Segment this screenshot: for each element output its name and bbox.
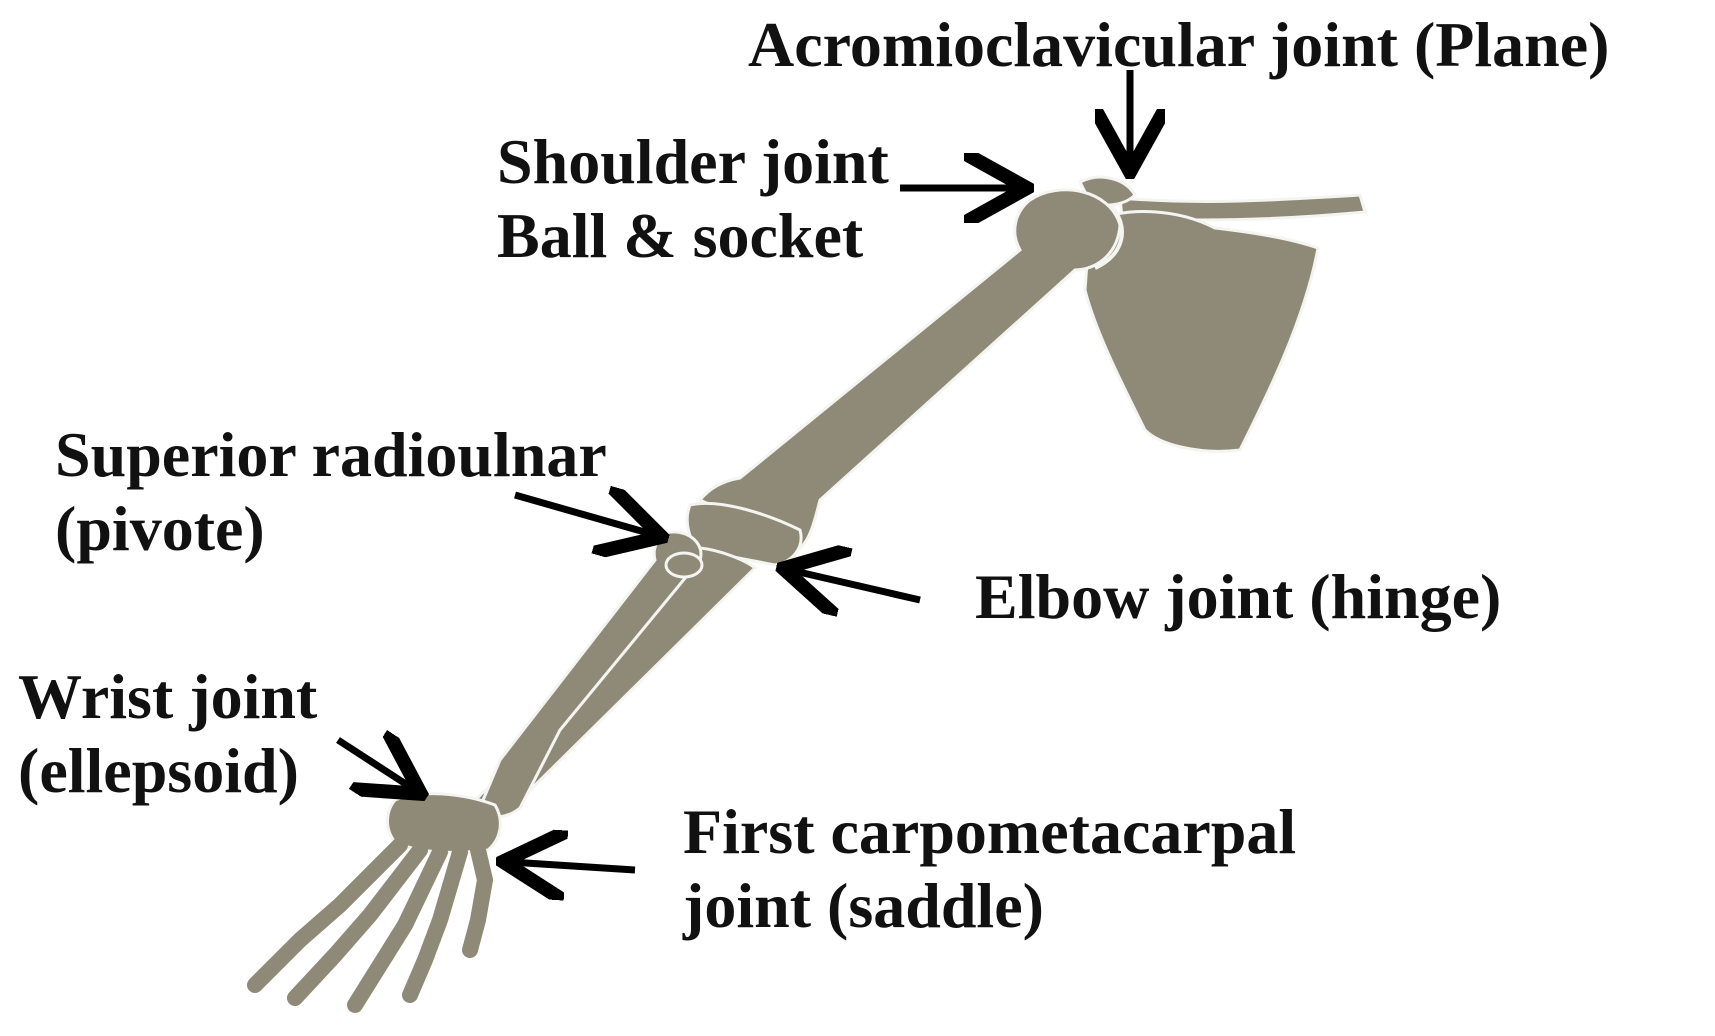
carpometacarpal-label-line2: joint (saddle) — [683, 869, 1296, 943]
hand-bones — [255, 845, 485, 1005]
elbow-label-line1: Elbow joint (hinge) — [975, 560, 1501, 634]
carpometacarpal-arrow — [510, 862, 635, 870]
radioulnar-label-line2: (pivote) — [55, 492, 607, 566]
shoulder-label-line2: Ball & socket — [497, 199, 889, 273]
elbow-label: Elbow joint (hinge) — [975, 560, 1501, 634]
acromioclavicular-label-line1: Acromioclavicular joint (Plane) — [748, 8, 1609, 82]
radial-head — [666, 553, 702, 577]
radius-bone — [478, 532, 701, 817]
wrist-label-line2: (ellepsoid) — [18, 734, 317, 808]
acromioclavicular-label: Acromioclavicular joint (Plane) — [748, 8, 1609, 82]
wrist-arrow — [338, 740, 415, 790]
shoulder-label-line1: Shoulder joint — [497, 125, 889, 199]
radioulnar-label-line1: Superior radioulnar — [55, 418, 607, 492]
carpometacarpal-label: First carpometacarpal joint (saddle) — [683, 795, 1296, 943]
wrist-label-line1: Wrist joint — [18, 660, 317, 734]
wrist-label: Wrist joint (ellepsoid) — [18, 660, 317, 808]
carpometacarpal-label-line1: First carpometacarpal — [683, 795, 1296, 869]
shoulder-label: Shoulder joint Ball & socket — [497, 125, 889, 273]
elbow-arrow — [790, 570, 920, 600]
radioulnar-label: Superior radioulnar (pivote) — [55, 418, 607, 566]
